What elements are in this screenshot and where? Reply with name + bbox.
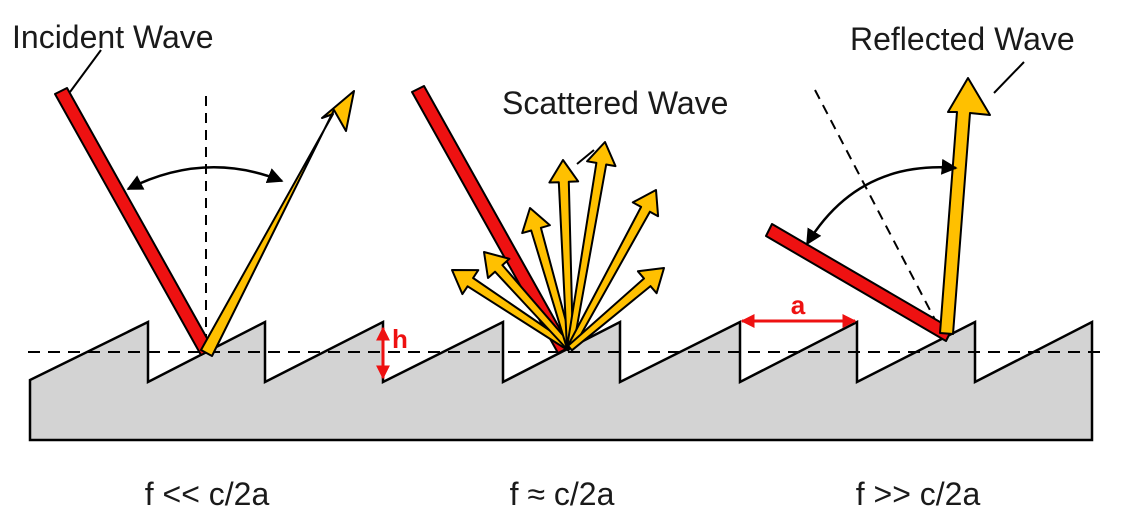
incident-ray-3 bbox=[765, 223, 953, 342]
scattered-ray-4 bbox=[548, 159, 580, 350]
reflected-leader bbox=[993, 61, 1025, 94]
incident-leader bbox=[69, 49, 102, 93]
angle-arc-3 bbox=[805, 158, 958, 246]
regime-label-mid: f ≈ c/2a bbox=[510, 476, 615, 512]
scattered-rays bbox=[451, 141, 665, 352]
scattered-wave-label: Scattered Wave bbox=[502, 85, 728, 121]
angle-arc-1 bbox=[126, 166, 284, 191]
scattered-ray-2 bbox=[483, 251, 574, 351]
panel-facet bbox=[765, 61, 1025, 342]
scattered-ray-5 bbox=[566, 141, 617, 350]
reflected-wave-label: Reflected Wave bbox=[850, 21, 1075, 57]
scattered-ray-7 bbox=[567, 267, 665, 352]
incident-ray-2 bbox=[411, 85, 571, 354]
panel-specular bbox=[54, 49, 355, 357]
incident-wave-label: Incident Wave bbox=[12, 19, 214, 55]
scattered-leader bbox=[576, 149, 595, 165]
scattered-ray-3 bbox=[521, 207, 574, 350]
scattered-ray-6 bbox=[566, 189, 660, 351]
incident-ray-1 bbox=[54, 87, 214, 356]
reflected-ray-3 bbox=[939, 77, 991, 335]
regime-label-high: f >> c/2a bbox=[856, 476, 981, 512]
height-label: h bbox=[392, 324, 408, 354]
reflected-ray-1 bbox=[200, 90, 355, 357]
rough-surface bbox=[28, 319, 1094, 442]
regime-label-low: f << c/2a bbox=[145, 476, 270, 512]
panel-scattering bbox=[411, 85, 665, 354]
period-label: a bbox=[791, 290, 806, 320]
scattered-ray-1 bbox=[451, 269, 573, 352]
